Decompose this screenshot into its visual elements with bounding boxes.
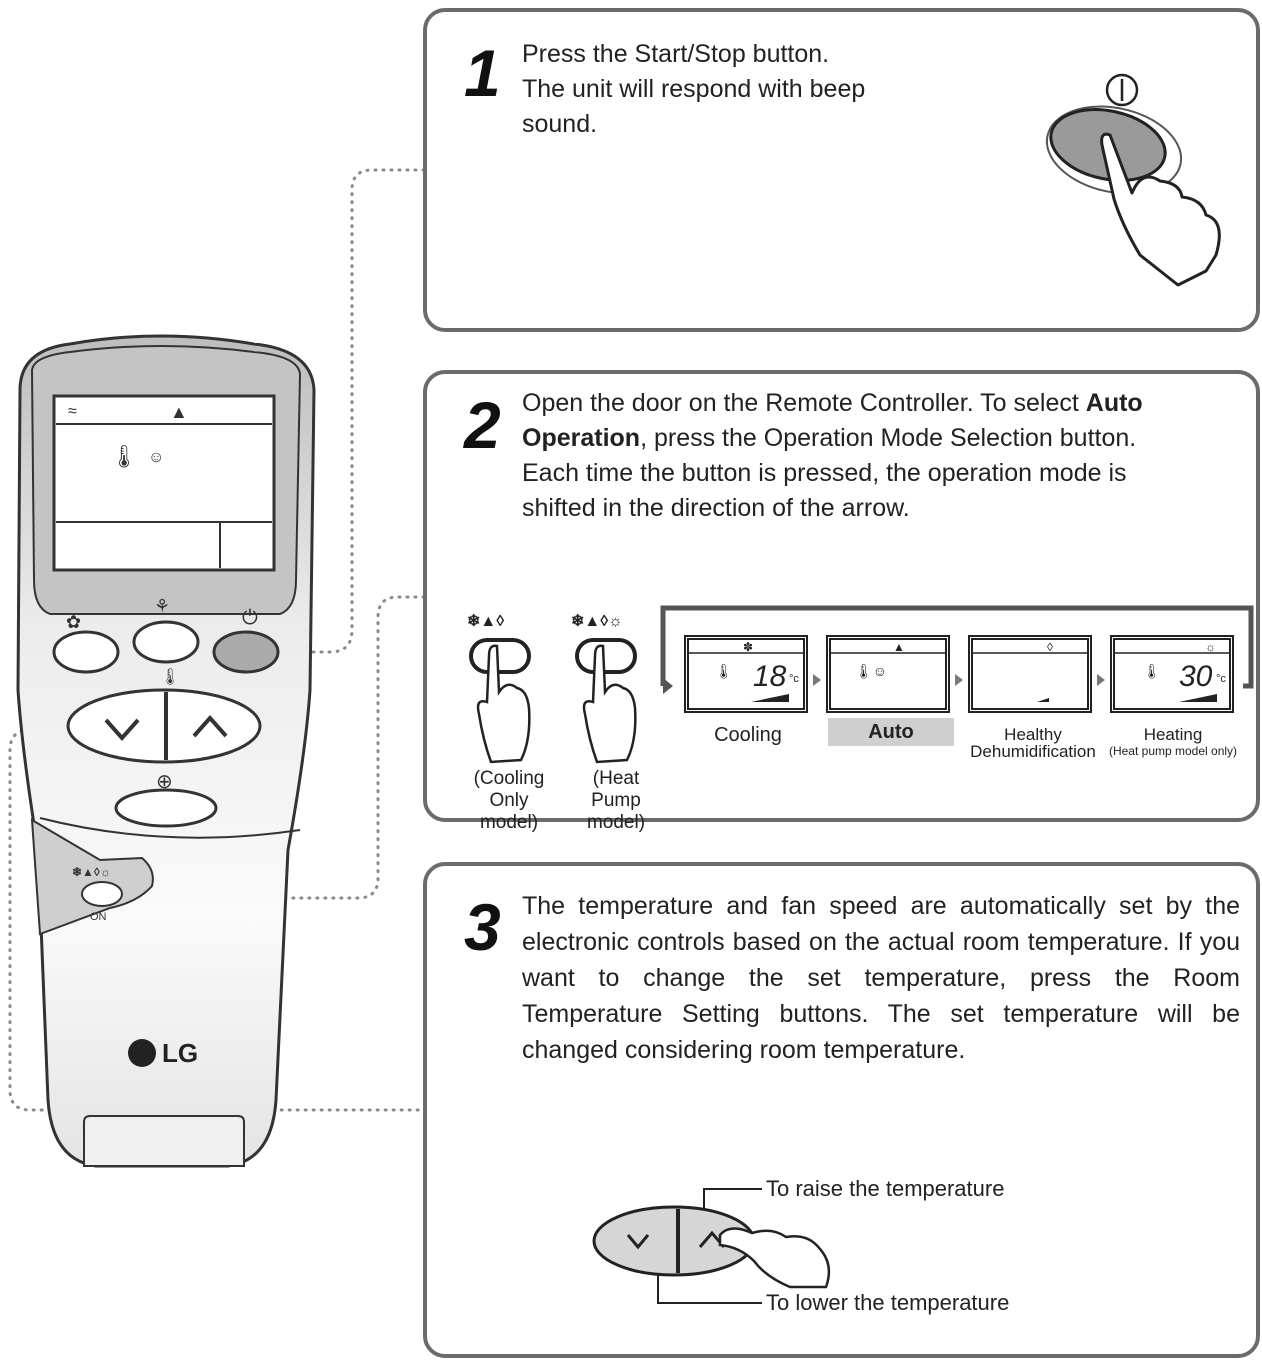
step-2-text-a: Open the door on the Remote Controller. … — [522, 389, 1086, 417]
mode-button-heat-pump: ❄▲◊☼ — [571, 613, 637, 764]
step-2-panel — [423, 370, 1260, 822]
lg-logo: LG — [162, 1038, 198, 1068]
fan-icon: ✿ — [66, 612, 81, 632]
temperature-buttons-illustration — [592, 1188, 831, 1304]
svg-text:°c: °c — [1216, 673, 1226, 685]
mode-label-heating: Heating (Heat pump model only) — [1106, 726, 1240, 760]
chevron-down-icon — [626, 1234, 650, 1250]
step-3-text: The temperature and fan speed are automa… — [522, 892, 1240, 1064]
heating-display-value: 30 — [1179, 660, 1213, 693]
display-dehumidification: ◊ — [968, 635, 1092, 713]
display-heating: ☼ 🌡 30 °c — [1110, 635, 1234, 713]
mode-label-healthy: Healthy Dehumidification — [970, 726, 1096, 760]
svg-text:▲: ▲ — [893, 640, 905, 654]
step-2-bold-auto: Auto — [1085, 389, 1143, 417]
svg-text:⊕: ⊕ — [156, 771, 173, 793]
svg-text:🌡: 🌡 — [110, 444, 138, 469]
heat-pump-model-label: (Heat Pump model) — [566, 768, 666, 834]
power-symbol-icon — [1105, 73, 1139, 107]
step-3-number: 3 — [464, 890, 501, 964]
pressing-hand-icon — [1100, 132, 1221, 287]
remote-controller: ≈ ▲ 🌡 ☺ ✿ ⚘ ⏻ 🌡 ⊕ ❄▲◊☼ ON LG — [16, 334, 316, 1168]
step-1-number: 1 — [464, 36, 501, 110]
cooling-only-model-label: (Cooling Only model) — [456, 768, 562, 834]
jet-icon: ⚘ — [154, 596, 170, 616]
label-line: Dehumidification — [970, 742, 1096, 761]
raise-temperature-label: To raise the temperature — [766, 1176, 1005, 1201]
label-line: model) — [586, 812, 646, 833]
label-line: model) — [479, 812, 539, 833]
mode-label-cooling: Cooling — [714, 724, 782, 746]
pressing-hand-icon — [718, 1227, 831, 1289]
svg-text:°c: °c — [789, 673, 799, 685]
svg-text:🌡: 🌡 — [715, 663, 733, 679]
remote-lcd — [52, 394, 276, 572]
step-1-text: Press the Start/Stop button. The unit wi… — [522, 37, 942, 142]
label-line: Healthy — [1004, 725, 1062, 744]
label-line: Heating — [1143, 725, 1203, 744]
svg-text:🌡: 🌡 — [1143, 663, 1161, 679]
svg-text:☺: ☺ — [148, 449, 164, 466]
cooling-display-value: 18 — [753, 660, 787, 693]
svg-text:◊: ◊ — [1047, 640, 1053, 654]
mode-button-cooling-only: ❄▲◊ — [467, 613, 531, 764]
svg-text:☼: ☼ — [1205, 640, 1216, 654]
display-auto: ▲ 🌡☺ — [826, 635, 950, 713]
step-1-line: The unit will respond with beep — [522, 75, 866, 103]
svg-text:❄▲◊☼: ❄▲◊☼ — [571, 613, 623, 630]
step-2-text-c: Each time the button is pressed, the ope… — [522, 459, 1127, 487]
step-2-text-d: shifted in the direction of the arrow. — [522, 494, 910, 522]
lower-temperature-label: To lower the temperature — [766, 1290, 1010, 1315]
svg-text:❄▲◊☼: ❄▲◊☼ — [72, 865, 111, 879]
step-2-number: 2 — [464, 388, 501, 462]
step-3-panel — [423, 862, 1260, 1358]
mode-cycle-diagram: ❄▲◊ ❄▲◊☼ ✽ 🌡 18 °c ▲ 🌡☺ ◊ — [467, 605, 1254, 764]
step-2-bold-operation: Operation — [522, 424, 641, 452]
start-stop-button — [212, 630, 280, 674]
svg-text:▲: ▲ — [170, 402, 188, 422]
step-2-text-b: , press the Operation Mode Selection but… — [640, 424, 1137, 452]
label-line: (Heat Pump — [591, 768, 641, 811]
label-line: (Heat pump model only) — [1108, 744, 1238, 758]
mode-label-auto: Auto — [828, 718, 954, 746]
svg-text:≈: ≈ — [68, 403, 77, 420]
svg-text:🌡☺: 🌡☺ — [855, 663, 887, 679]
svg-text:✽: ✽ — [743, 640, 753, 654]
svg-text:🌡: 🌡 — [160, 668, 180, 686]
lg-logo-icon — [128, 1039, 156, 1067]
step-1-line: Press the Start/Stop button. — [522, 40, 830, 68]
step-2-text: Open the door on the Remote Controller. … — [522, 386, 1242, 526]
svg-text:ON: ON — [90, 911, 107, 923]
power-icon: ⏻ — [242, 607, 258, 629]
display-cooling: ✽ 🌡 18 °c — [684, 635, 808, 713]
press-start-stop-illustration — [1045, 73, 1221, 287]
label-line: (Cooling Only — [473, 768, 545, 811]
svg-text:❄▲◊: ❄▲◊ — [467, 613, 504, 630]
step-1-line: sound. — [522, 110, 598, 138]
